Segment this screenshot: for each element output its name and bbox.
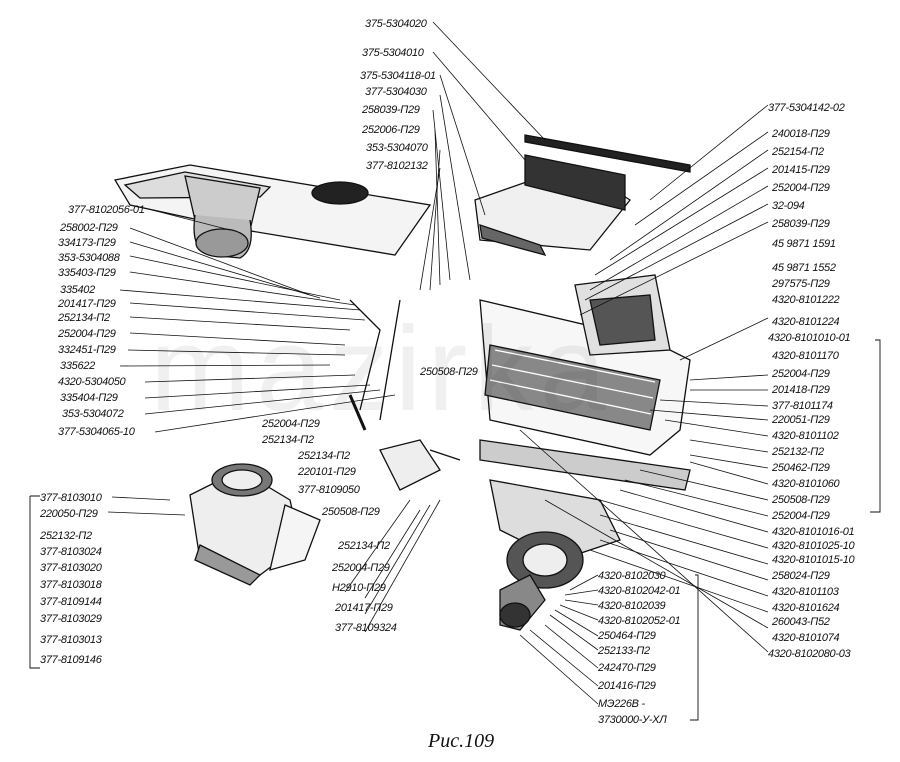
label-242470-P29: 242470-П29: [598, 662, 656, 674]
label-4320-8101170: 4320-8101170: [772, 350, 839, 362]
label-260043-P52: 260043-П52: [772, 616, 830, 628]
fan-motor: [489, 479, 621, 631]
label-45-9871-1591: 45 9871 1591: [772, 238, 836, 250]
label-258002-P29: 258002-П29: [60, 222, 118, 234]
label-201418-P29: 201418-П29: [772, 384, 830, 396]
label-4320-5304050: 4320-5304050: [58, 376, 126, 388]
label-335402: 335402: [60, 284, 95, 296]
label-377-8102132: 377-8102132: [366, 160, 428, 172]
label-ME226V: МЭ226В -: [598, 698, 645, 710]
label-332451-P29: 332451-П29: [58, 344, 116, 356]
label-353-5304070: 353-5304070: [366, 142, 428, 154]
label-4320-8101025-10: 4320-8101025-10: [772, 540, 855, 552]
label-201415-P29: 201415-П29: [772, 164, 830, 176]
label-377-8103013: 377-8103013: [40, 634, 102, 646]
label-45-9871-1552: 45 9871 1552: [772, 262, 836, 274]
label-252004-P29: 252004-П29: [58, 328, 116, 340]
label-258024-P29: 258024-П29: [772, 570, 830, 582]
label-353-5304088: 353-5304088: [58, 252, 120, 264]
label-240018-P29: 240018-П29: [772, 128, 830, 140]
label-377-8109146: 377-8109146: [40, 654, 102, 666]
label-377-8102056-01: 377-8102056-01: [68, 204, 145, 216]
label-4320-8101102: 4320-8101102: [772, 430, 839, 442]
label-252134-P2-a: 252134-П2: [262, 434, 314, 446]
label-377-8109144: 377-8109144: [40, 596, 102, 608]
label-377-5304142-02: 377-5304142-02: [768, 102, 845, 114]
leader-lines: [107, 21, 769, 705]
label-377-5304030: 377-5304030: [365, 86, 427, 98]
heater-core-assembly: [479, 274, 691, 491]
label-3730000-U-HL: 3730000-У-ХЛ: [598, 714, 667, 726]
label-201417-P29-b: 201417-П29: [335, 602, 393, 614]
label-252133-P2: 252133-П2: [598, 645, 650, 657]
label-220050-P29: 220050-П29: [40, 508, 98, 520]
heater-valve-assembly: [189, 463, 321, 586]
figure-caption: Рис.109: [428, 730, 495, 752]
label-250508-P29-a: 250508-П29: [420, 366, 478, 378]
label-252004-P29-c: 252004-П29: [772, 182, 830, 194]
air-duct-panel: [113, 164, 432, 259]
label-4320-8101060: 4320-8101060: [772, 478, 840, 490]
label-201417-P29: 201417-П29: [58, 298, 116, 310]
label-377-8109324: 377-8109324: [335, 622, 397, 634]
label-377-8103029: 377-8103029: [40, 613, 102, 625]
label-201416-P29: 201416-П29: [598, 680, 656, 692]
label-N2910-P29: Н2910-П29: [332, 582, 386, 594]
label-375-5304118-01: 375-5304118-01: [360, 70, 436, 82]
label-252004-P29-d: 252004-П29: [772, 368, 830, 380]
label-353-5304072: 353-5304072: [62, 408, 124, 420]
label-32-094: 32-094: [772, 200, 805, 212]
label-4320-8101015-10: 4320-8101015-10: [772, 554, 855, 566]
label-334173-P29: 334173-П29: [58, 237, 116, 249]
label-250508-P29-b: 250508-П29: [322, 506, 380, 518]
label-252134-P2-c: 252134-П2: [338, 540, 390, 552]
label-252004-P29-b: 252004-П29: [332, 562, 390, 574]
label-4320-8102039: 4320-8102039: [598, 600, 666, 612]
label-250508-P29-c: 250508-П29: [772, 494, 830, 506]
label-377-5304065-10: 377-5304065-10: [58, 426, 135, 438]
label-252006-P29: 252006-П29: [362, 124, 420, 136]
label-335403-P29: 335403-П29: [58, 267, 116, 279]
control-linkage: [348, 299, 461, 491]
label-4320-8101624: 4320-8101624: [772, 602, 840, 614]
label-4320-8102052-01: 4320-8102052-01: [598, 615, 681, 627]
label-252004-P29-e: 252004-П29: [772, 510, 830, 522]
label-250464-P29: 250464-П29: [598, 630, 656, 642]
label-252004-P29-a: 252004-П29: [262, 418, 320, 430]
label-252132-P2-b: 252132-П2: [772, 446, 824, 458]
label-377-8103024: 377-8103024: [40, 546, 102, 558]
heater-cover: [474, 134, 691, 257]
label-377-8103018: 377-8103018: [40, 579, 102, 591]
label-377-8109050: 377-8109050: [298, 484, 360, 496]
label-375-5304020: 375-5304020: [365, 18, 427, 30]
label-252154-P2: 252154-П2: [772, 146, 824, 158]
label-252134-P2-b: 252134-П2: [298, 450, 350, 462]
label-377-8101174: 377-8101174: [772, 400, 833, 412]
label-4320-8101224: 4320-8101224: [772, 316, 840, 328]
label-250462-P29: 250462-П29: [772, 462, 830, 474]
label-297575-P29: 297575-П29: [772, 278, 830, 290]
label-4320-8101222: 4320-8101222: [772, 294, 840, 306]
label-377-8103020: 377-8103020: [40, 562, 102, 574]
label-4320-8101103: 4320-8101103: [772, 586, 839, 598]
label-4320-8101010-01: 4320-8101010-01: [768, 332, 851, 344]
label-220101-P29: 220101-П29: [298, 466, 356, 478]
label-258039-P29: 258039-П29: [362, 104, 420, 116]
label-4320-8101074: 4320-8101074: [772, 632, 840, 644]
label-4320-8102030: 4320-8102030: [598, 570, 666, 582]
label-335404-P29: 335404-П29: [60, 392, 118, 404]
label-375-5304010: 375-5304010: [362, 47, 424, 59]
label-4320-8101016-01: 4320-8101016-01: [772, 526, 855, 538]
label-220051-P29: 220051-П29: [772, 414, 830, 426]
label-4320-8102080-03: 4320-8102080-03: [768, 648, 851, 660]
label-377-8103010: 377-8103010: [40, 492, 102, 504]
label-252132-P2: 252132-П2: [40, 530, 92, 542]
label-258039-P29-b: 258039-П29: [772, 218, 830, 230]
label-4320-8102042-01: 4320-8102042-01: [598, 585, 681, 597]
label-252134-P2: 252134-П2: [58, 312, 110, 324]
label-335622: 335622: [60, 360, 95, 372]
